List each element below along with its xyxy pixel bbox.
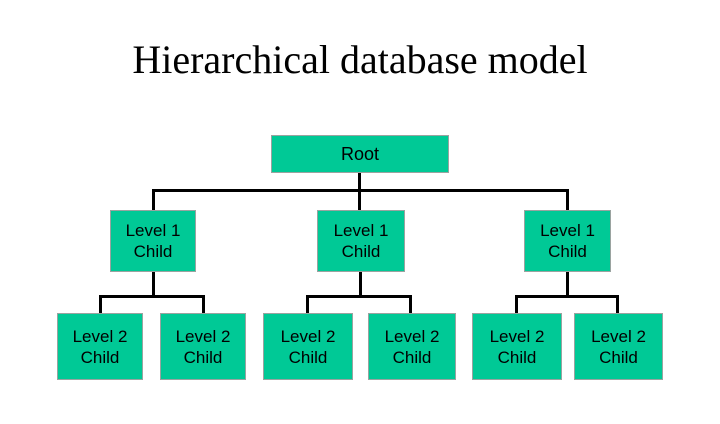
connector-root-drop-1 — [152, 189, 155, 211]
node-level1-child-2[interactable]: Level 1 Child — [317, 210, 405, 272]
connector-level1-1-bus — [99, 295, 205, 298]
connector-root-drop-3 — [566, 189, 569, 211]
connector-level1-2-drop-1 — [306, 295, 309, 314]
node-level2-child-2[interactable]: Level 2 Child — [160, 313, 246, 380]
node-level2-child-3[interactable]: Level 2 Child — [263, 313, 353, 380]
node-level1-child-3[interactable]: Level 1 Child — [524, 210, 611, 272]
connector-level1-3-drop-1 — [515, 295, 518, 314]
connector-level1-3-bus — [515, 295, 619, 298]
node-level2-child-1[interactable]: Level 2 Child — [57, 313, 143, 380]
node-root[interactable]: Root — [271, 135, 449, 173]
connector-level1-1-stem — [152, 272, 155, 296]
connector-root-stem — [358, 173, 361, 191]
connector-level1-3-stem — [566, 272, 569, 296]
node-level2-child-4[interactable]: Level 2 Child — [368, 313, 456, 380]
connector-level1-3-drop-2 — [616, 295, 619, 314]
page-title: Hierarchical database model — [132, 37, 588, 82]
connector-level1-2-drop-2 — [409, 295, 412, 314]
connector-level1-2-stem — [359, 272, 362, 296]
connector-level1-1-drop-1 — [99, 295, 102, 314]
node-level1-child-1[interactable]: Level 1 Child — [110, 210, 196, 272]
node-level2-child-6[interactable]: Level 2 Child — [574, 313, 663, 380]
connector-level1-1-drop-2 — [202, 295, 205, 314]
connector-level1-2-bus — [306, 295, 412, 298]
connector-root-drop-2 — [358, 189, 361, 211]
node-level2-child-5[interactable]: Level 2 Child — [472, 313, 562, 380]
